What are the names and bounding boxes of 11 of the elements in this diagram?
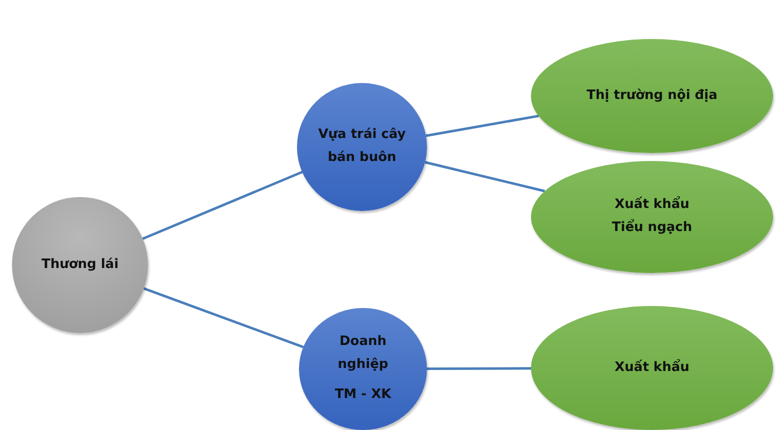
node-label: Xuất khẩu Tiểu ngạch	[610, 195, 694, 237]
node-label: TM - XK	[334, 386, 392, 404]
node-label: Thương lái	[41, 256, 119, 274]
connector-line	[424, 161, 546, 192]
node-label: Thị trường nội địa	[586, 86, 718, 105]
connector-line	[426, 114, 539, 137]
connector-line	[142, 170, 303, 240]
node-label: Xuất khẩu	[614, 358, 690, 377]
connector-line	[143, 287, 304, 348]
node-label: Doanh nghiệp	[336, 332, 390, 374]
node-label: Vựa trái cây bán buôn	[317, 126, 407, 167]
